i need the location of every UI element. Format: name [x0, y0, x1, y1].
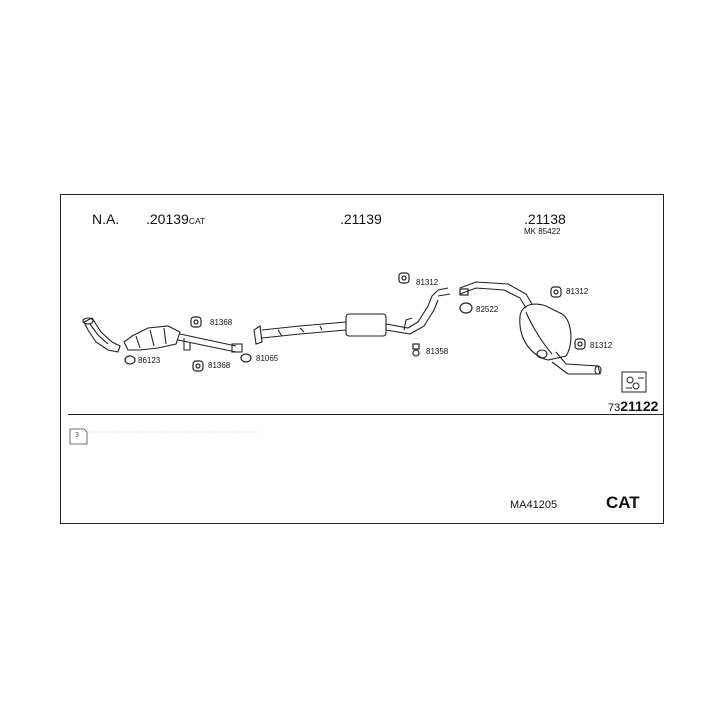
diagram-frame — [60, 194, 664, 524]
note-marker-number: 3 — [75, 432, 79, 439]
gasket-86123 — [124, 355, 136, 365]
front-downpipe[interactable] — [82, 317, 121, 353]
mount-81368-top — [190, 316, 202, 328]
part-81312-right: 81312 — [566, 287, 589, 296]
rear-code: .21138 — [524, 211, 566, 227]
rear-silencer[interactable] — [459, 281, 602, 375]
part-81312-mid: 81312 — [416, 278, 439, 287]
front-pipe-prefix: . — [146, 211, 150, 227]
middle-silencer[interactable] — [253, 287, 451, 345]
part-82522: 82522 — [476, 305, 499, 314]
note-marker-icon — [69, 428, 260, 445]
catalytic-converter[interactable] — [123, 325, 243, 353]
bolt-81358 — [412, 343, 420, 357]
mount-81312-mid — [398, 272, 410, 284]
gasket-82522 — [459, 302, 473, 314]
assembly-ref-code: 21122 — [620, 398, 659, 414]
front-pipe-number: 20139 — [149, 211, 189, 227]
part-81358: 81358 — [426, 347, 449, 356]
part-81065: 81065 — [256, 354, 279, 363]
hangers-and-gaskets — [124, 272, 586, 372]
front-pipe-code: .20139CAT — [146, 212, 205, 226]
clamp-near-82522 — [459, 288, 469, 296]
assembly-kit-icon — [621, 371, 647, 393]
cat-label: CAT — [606, 493, 640, 512]
mount-81312-right — [550, 286, 562, 298]
part-81312-lower: 81312 — [590, 341, 613, 350]
mount-81312-lower — [574, 338, 586, 350]
na-label: N.A. — [92, 211, 120, 227]
part-86123: 86123 — [138, 356, 161, 365]
mount-81368-bottom — [192, 360, 204, 372]
section-divider — [68, 414, 664, 415]
middle-code: .21139 — [340, 211, 382, 227]
model-code: MA41205 — [510, 499, 558, 511]
assembly-ref-prefix: 73 — [608, 402, 621, 414]
part-81368-top: 81368 — [210, 318, 233, 327]
gasket-81065 — [240, 353, 252, 363]
assembly-reference: 7321122 — [608, 399, 658, 415]
front-pipe-suffix: CAT — [188, 216, 206, 226]
part-81368-bottom: 81368 — [208, 361, 231, 370]
rear-kit: MK 85422 — [524, 227, 561, 236]
